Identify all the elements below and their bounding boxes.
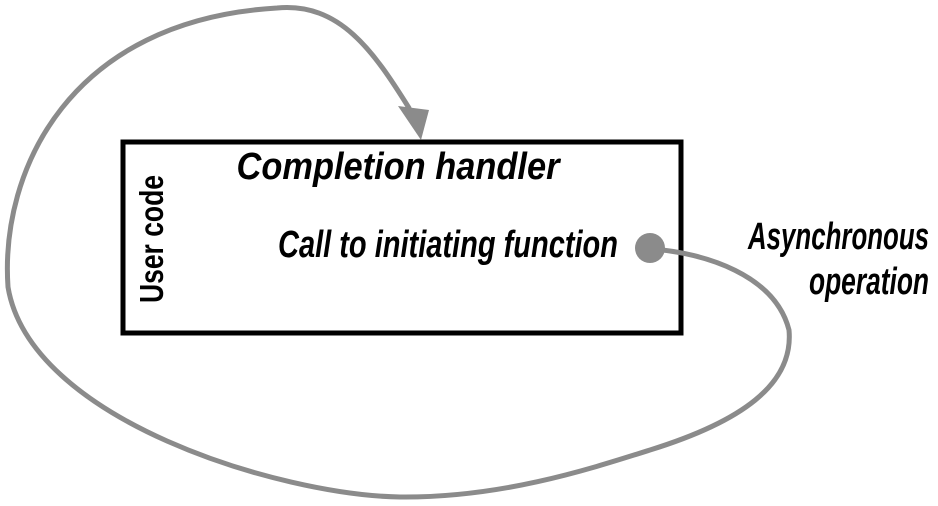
async-flow-curve — [4, 5, 792, 500]
asynchronous-operation-label-line2: operation — [809, 261, 929, 303]
arrowhead-icon — [398, 106, 429, 140]
user-code-box — [120, 139, 684, 336]
initiating-function-label: Call to initiating function — [278, 224, 618, 266]
user-code-label: User code — [133, 175, 170, 303]
asynchronous-operation-label-line1: Asynchronous — [747, 216, 929, 258]
completion-handler-label: Completion handler — [237, 146, 562, 188]
initiating-call-dot-icon — [635, 233, 665, 263]
